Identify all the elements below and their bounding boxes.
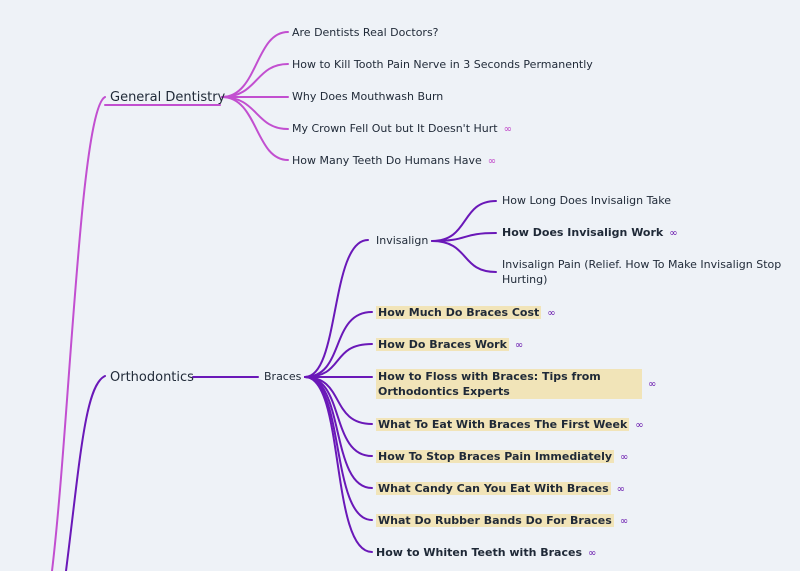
link-icon[interactable]: ∞ (619, 516, 629, 527)
link-icon[interactable]: ∞ (648, 378, 657, 390)
link-icon[interactable]: ∞ (503, 124, 512, 135)
general-dentistry-connectors (51, 31, 289, 571)
invisalign-child-2[interactable]: How Does Invisalign Work ∞ (502, 225, 678, 241)
braces-child-4[interactable]: What To Eat With Braces The First Week ∞ (376, 417, 644, 433)
node-label: Are Dentists Real Doctors? (292, 26, 439, 39)
link-icon[interactable]: ∞ (616, 484, 625, 495)
braces-child-5[interactable]: How To Stop Braces Pain Immediately ∞ (376, 449, 628, 465)
node-label: How Many Teeth Do Humans Have (292, 154, 482, 167)
connector-invisalign-1 (431, 200, 497, 242)
orthodontics-label: Orthodontics (110, 370, 194, 385)
invisalign-label: Invisalign (376, 234, 429, 247)
connector-general-child-2 (221, 63, 289, 98)
link-icon[interactable]: ∞ (547, 308, 556, 319)
node-label: How Do Braces Work (376, 338, 509, 351)
node-label: How to Floss with Braces: Tips from Orth… (376, 369, 642, 399)
connector-invisalign-2 (431, 232, 497, 242)
node-label: Invisalign Pain (Relief. How To Make Inv… (502, 258, 782, 286)
node-label: How to Kill Tooth Pain Nerve in 3 Second… (292, 58, 593, 71)
link-icon[interactable]: ∞ (620, 452, 629, 463)
braces-node[interactable]: Braces (264, 369, 301, 384)
connector-braces-invisalign (304, 239, 369, 378)
orthodontics-node[interactable]: Orthodontics (110, 369, 194, 386)
braces-child-6[interactable]: What Candy Can You Eat With Braces ∞ (376, 481, 625, 497)
node-label: Why Does Mouthwash Burn (292, 90, 444, 103)
invisalign-child-1[interactable]: How Long Does Invisalign Take (502, 193, 671, 208)
connector-braces-1 (304, 311, 373, 378)
connector-braces-5 (304, 376, 373, 457)
connector-braces-7 (304, 376, 373, 521)
node-label: My Crown Fell Out but It Doesn't Hurt (292, 122, 498, 135)
general-dentistry-label: General Dentistry (110, 90, 226, 105)
connector-invisalign-3 (431, 240, 497, 273)
node-label: What Candy Can You Eat With Braces (376, 482, 611, 495)
node-label: What Do Rubber Bands Do For Braces (376, 514, 614, 527)
link-icon[interactable]: ∞ (669, 228, 678, 239)
general-child-1[interactable]: Are Dentists Real Doctors? (292, 25, 439, 40)
general-child-4[interactable]: My Crown Fell Out but It Doesn't Hurt ∞ (292, 121, 512, 137)
link-icon[interactable]: ∞ (588, 548, 597, 559)
invisalign-node[interactable]: Invisalign (376, 233, 428, 248)
connector-general-child-5 (221, 96, 289, 161)
node-label: How to Whiten Teeth with Braces (376, 546, 583, 559)
node-label: How To Stop Braces Pain Immediately (376, 450, 615, 463)
braces-child-1[interactable]: How Much Do Braces Cost ∞ (376, 305, 556, 321)
general-dentistry-node[interactable]: General Dentistry (110, 89, 225, 106)
orthodontics-connectors (65, 200, 497, 571)
link-icon[interactable]: ∞ (487, 156, 497, 167)
connector-root-ortho (65, 375, 106, 571)
invisalign-child-3[interactable]: Invisalign Pain (Relief. How To Make Inv… (502, 257, 782, 287)
connector-braces-8 (304, 376, 373, 553)
braces-child-7[interactable]: What Do Rubber Bands Do For Braces ∞ (376, 513, 628, 529)
connector-braces-2 (304, 343, 373, 378)
braces-child-8[interactable]: How to Whiten Teeth with Braces ∞ (376, 545, 596, 561)
braces-child-3[interactable]: How to Floss with Braces: Tips from Orth… (376, 369, 656, 399)
node-label: How Long Does Invisalign Take (502, 194, 672, 207)
general-child-2[interactable]: How to Kill Tooth Pain Nerve in 3 Second… (292, 57, 593, 72)
link-icon[interactable]: ∞ (514, 340, 524, 351)
braces-label: Braces (264, 370, 302, 383)
braces-child-2[interactable]: How Do Braces Work ∞ (376, 337, 523, 353)
connector-root-general (51, 96, 106, 571)
connector-general-child-1 (221, 31, 289, 98)
general-child-3[interactable]: Why Does Mouthwash Burn (292, 89, 443, 104)
node-label: How Does Invisalign Work (502, 226, 664, 239)
node-label: What To Eat With Braces The First Week (376, 418, 630, 431)
general-child-5[interactable]: How Many Teeth Do Humans Have ∞ (292, 153, 496, 169)
link-icon[interactable]: ∞ (635, 420, 644, 431)
node-label: How Much Do Braces Cost (376, 306, 542, 319)
